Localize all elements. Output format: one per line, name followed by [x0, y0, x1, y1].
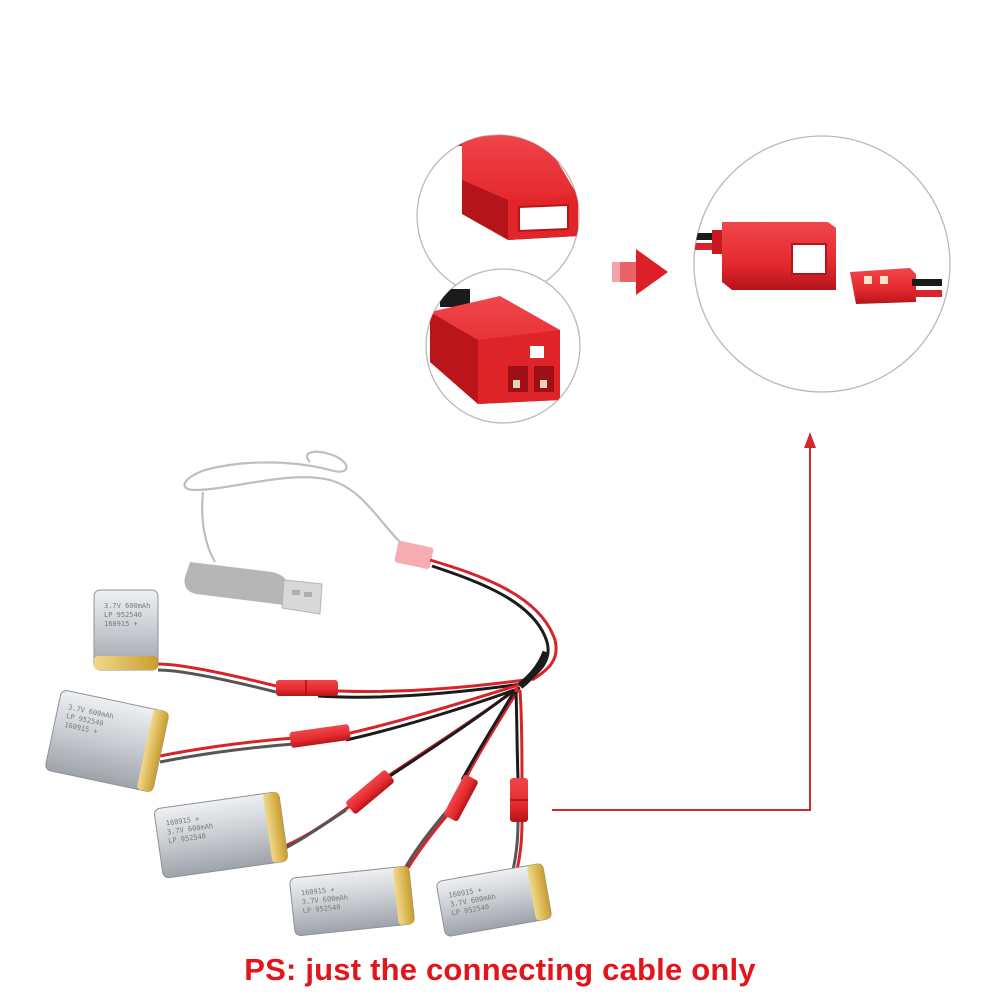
battery-terminal-strip [263, 792, 288, 863]
harness-connectors [276, 680, 528, 822]
mated-connector-closeup [693, 135, 951, 393]
battery-label-line: 160915 + [104, 620, 138, 628]
male-connector-closeup [425, 268, 581, 424]
wire-harness [157, 558, 558, 875]
jst-male-plug-icon [430, 296, 560, 404]
battery-terminal-strip [94, 656, 158, 670]
battery-label-line: 160915 + [300, 886, 334, 897]
battery-terminal-strip [527, 863, 552, 921]
battery-terminal-strip [137, 709, 169, 792]
jst-connected-pair-icon [694, 222, 942, 304]
up-arrow-icon [804, 432, 816, 448]
usb-charger-cable [183, 450, 434, 615]
battery-terminal-strip [393, 866, 415, 925]
caption-text: PS: just the connecting cable only [244, 952, 756, 987]
battery-label-line: LP 952540 [104, 611, 142, 619]
female-connector-closeup [416, 134, 580, 298]
battery-label-line: LP 952540 [302, 903, 341, 915]
usb-plug-icon [184, 562, 323, 615]
callout-line [552, 432, 816, 811]
battery-label-line: 3.7V 600mAh [104, 602, 150, 610]
jst-female-plug-icon [455, 135, 578, 240]
right-arrow-icon [612, 249, 668, 295]
